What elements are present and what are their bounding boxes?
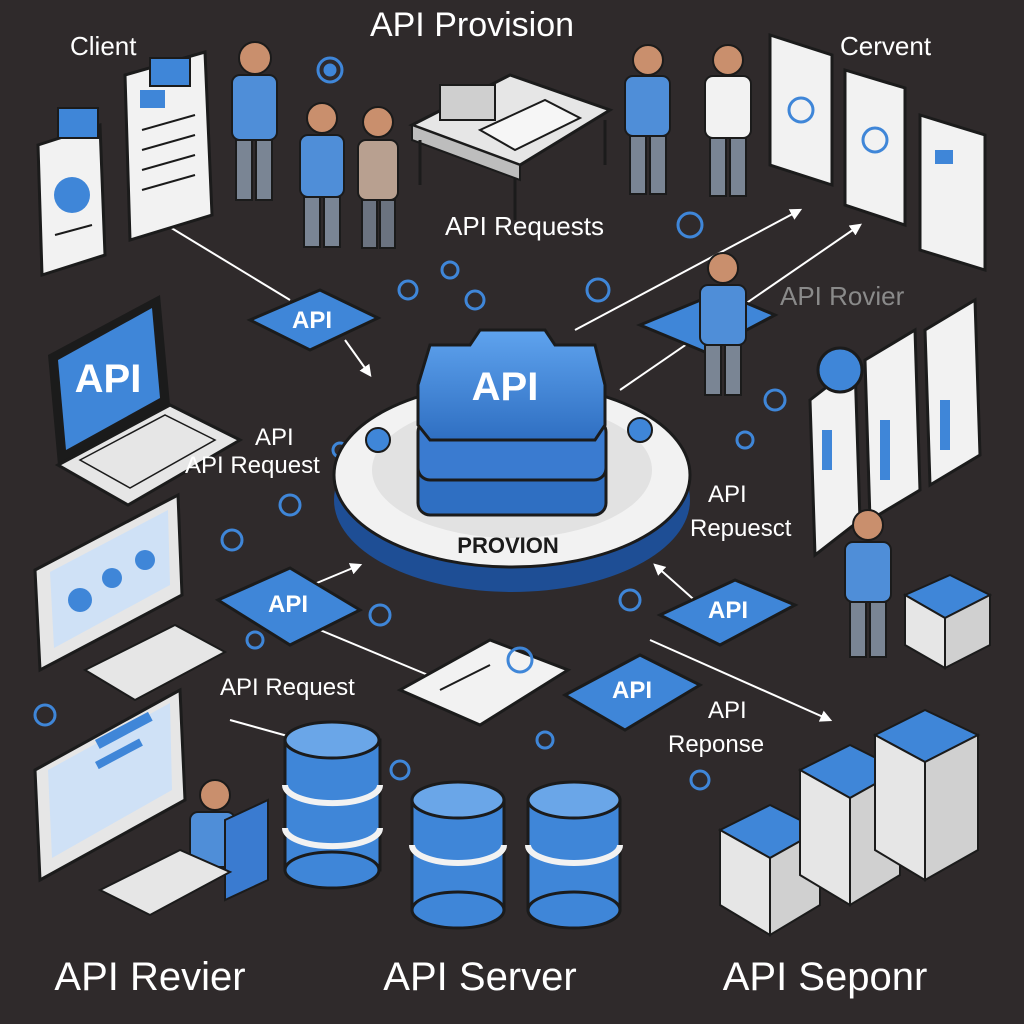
api-request-right-label-1: API: [708, 481, 747, 508]
person-icon: [189, 779, 269, 902]
desk-icon: [408, 73, 614, 220]
folder-icon: [57, 107, 99, 139]
card-api-label: API: [292, 307, 332, 334]
person-icon: [299, 102, 345, 248]
api-requests-label: API Requests: [445, 211, 604, 241]
people-group-left: [231, 41, 399, 249]
database-icon: [525, 780, 623, 930]
document-icon: [918, 112, 987, 273]
workstation: [33, 687, 269, 917]
api-card: API: [561, 653, 704, 732]
card-api-label: API: [268, 591, 308, 618]
database-icon: [282, 720, 383, 890]
api-left-label: API: [255, 424, 294, 451]
person-icon: [699, 252, 747, 396]
api-request-right-label-2: Repuesct: [690, 515, 792, 542]
api-card: API: [214, 566, 364, 647]
api-request-bottom-label: API Request: [220, 674, 355, 701]
laptop-icon: API: [48, 295, 244, 507]
database-icon: [409, 780, 507, 930]
api-reponse-label-1: API: [708, 697, 747, 724]
person-icon: [357, 106, 399, 249]
hub-api-label: API: [472, 365, 539, 409]
footer-left-label: API Revier: [54, 955, 245, 999]
document-icon: [923, 297, 982, 488]
server-documents: [768, 32, 987, 273]
target-icon: [816, 346, 864, 394]
api-card: API: [656, 578, 799, 647]
client-label: Client: [70, 31, 137, 61]
central-hub: API PROVION: [332, 328, 692, 592]
people-group-right: [624, 44, 752, 197]
person-icon: [704, 44, 752, 197]
hub-node-icon: [627, 417, 653, 443]
document-icon: [36, 122, 107, 278]
client-documents: [36, 50, 214, 278]
server-icon: [872, 708, 981, 882]
document-icon: [863, 327, 922, 523]
card-api-label: API: [708, 597, 748, 624]
folder-icon: [149, 57, 191, 87]
footer-right-label: API Seponr: [723, 955, 928, 999]
hub-node-icon: [365, 427, 391, 453]
document-icon: [843, 67, 907, 228]
api-reponse-label-2: Reponse: [668, 731, 764, 758]
gear-icon: [416, 328, 608, 517]
api-rovier-label: API Rovier: [780, 281, 905, 311]
laptop-api-label: API: [75, 357, 142, 401]
report-panels: [808, 297, 982, 558]
api-request-left-label: API Request: [185, 452, 320, 479]
hub-provion-label: PROVION: [457, 533, 558, 558]
cervent-label: Cervent: [840, 31, 932, 61]
document-icon: [768, 32, 834, 188]
diagram-title: API Provision: [370, 6, 574, 44]
person-icon: [844, 509, 892, 658]
server-stack: [717, 708, 981, 937]
server-icon: [717, 803, 823, 937]
person-icon: [624, 44, 671, 195]
card-api-label: API: [612, 677, 652, 704]
person-icon: [231, 41, 278, 201]
server-icon: [902, 573, 993, 670]
footer-mid-label: API Server: [383, 955, 576, 999]
document-icon: [396, 638, 572, 727]
monitor-icon: [33, 492, 228, 702]
api-card: API: [246, 288, 382, 352]
